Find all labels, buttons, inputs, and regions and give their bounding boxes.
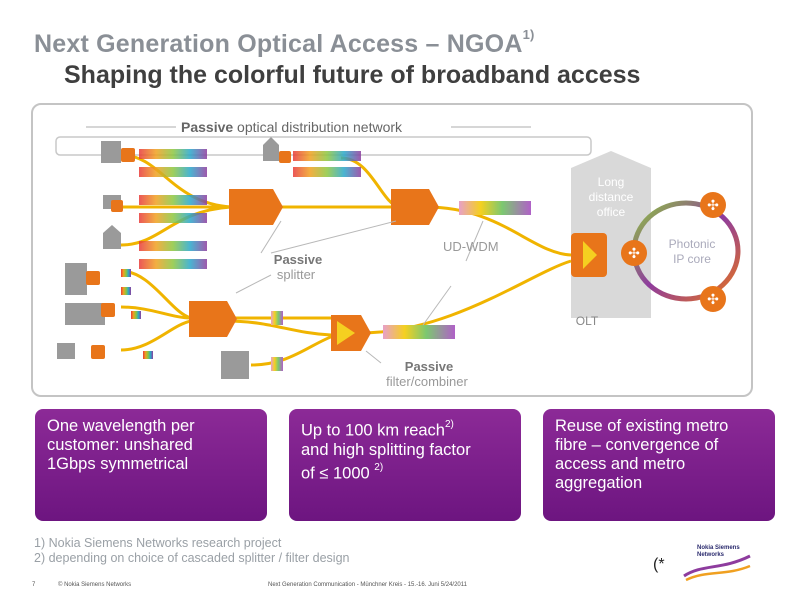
lambda-marker-4 [143, 351, 153, 359]
onu-4-icon [86, 271, 100, 285]
ngoa-network-diagram: Passive optical distribution network Lon… [55, 119, 741, 389]
box2-line-3: of ≤ 1000 2) [301, 461, 384, 483]
building-3-icon [65, 303, 105, 325]
wavelength-comb-2 [139, 167, 207, 177]
box3-line-4: aggregation [555, 474, 643, 492]
box1-line-2: customer: unshared [47, 436, 193, 454]
lambda-marker-5 [271, 311, 283, 325]
title-line-1: Next Generation Optical Access – NGOA1) [34, 26, 535, 58]
footer-event-info: Next Generation Communication - Münchner… [268, 582, 467, 588]
core-router-left-icon [621, 240, 647, 266]
udwdm-band-1 [459, 201, 531, 215]
core-router-bottom-icon [700, 286, 726, 312]
home-3-icon [103, 233, 121, 249]
wavelength-comb-7 [293, 151, 361, 161]
wavelength-comb-3 [139, 195, 207, 205]
footnote-2: 2) depending on choice of cascaded split… [34, 551, 350, 565]
wavelength-comb-8 [293, 167, 361, 177]
passive-splitter-label-1: Passive [274, 252, 322, 267]
box1-line-1: One wavelength per [47, 417, 195, 435]
udwdm-band-2 [383, 325, 455, 339]
ldo-line-1: Long [598, 175, 625, 189]
box2-line-2: and high splitting factor [301, 440, 471, 459]
svg-text:✣: ✣ [707, 291, 719, 307]
ldo-line-3: office [597, 205, 626, 219]
info-box-reach: Up to 100 km reach2) and high splitting … [289, 409, 521, 521]
title-line-2: Shaping the colorful future of broadband… [64, 61, 641, 89]
passive-splitter-3-icon [189, 301, 237, 337]
photonic-core-line-2: IP core [673, 252, 711, 266]
udwdm-label: UD-WDM [443, 239, 499, 254]
info-box-metro: Reuse of existing metro fibre – converge… [543, 409, 775, 521]
onu-2-icon [111, 200, 123, 212]
footer-page-number: 7 [32, 582, 36, 588]
core-router-top-icon [700, 192, 726, 218]
lambda-marker-6 [271, 357, 283, 371]
box3-line-2: fibre – convergence of [555, 436, 719, 454]
footer-copyright: © Nokia Siemens Networks [58, 582, 132, 588]
passive-filter-label-2: filter/combiner [386, 374, 468, 389]
passive-splitter-label-2: splitter [277, 267, 316, 282]
passive-filter-label-1: Passive [405, 359, 453, 374]
building-2-icon [65, 263, 87, 295]
nsn-logo-icon [683, 554, 751, 582]
box2-line-1: Up to 100 km reach2) [301, 419, 454, 440]
lambda-marker-2 [121, 287, 131, 295]
box3-line-1: Reuse of existing metro [555, 417, 729, 435]
onu-3-icon [279, 151, 291, 163]
box1-line-3: 1Gbps symmetrical [47, 455, 189, 473]
ldo-line-2: distance [589, 190, 634, 204]
onu-1-icon [121, 148, 135, 162]
lambda-marker-1 [121, 269, 131, 277]
wavelength-comb-4 [139, 213, 207, 223]
lambda-marker-3 [131, 311, 141, 319]
passive-splitter-2-icon [391, 189, 439, 225]
building-4-icon [221, 351, 249, 379]
footnote-1: 1) Nokia Siemens Networks research proje… [34, 536, 282, 550]
passive-splitter-1-icon [229, 189, 283, 225]
olt-label: OLT [576, 314, 599, 328]
onu-6-icon [91, 345, 105, 359]
home-4-icon [57, 343, 75, 359]
title-superscript: 1) [522, 26, 535, 42]
box3-line-3: access and metro [555, 455, 686, 473]
wavelength-comb-1 [139, 149, 207, 159]
svg-text:✣: ✣ [707, 197, 719, 213]
wavelength-comb-6 [139, 259, 207, 269]
nsn-logo-text: Nokia Siemens Networks [697, 545, 740, 558]
home-1-icon [263, 145, 279, 161]
photonic-core-line-1: Photonic [669, 237, 716, 251]
building-1-icon [101, 141, 121, 163]
wavelength-comb-5 [139, 241, 207, 251]
odn-label: Passive optical distribution network [181, 119, 403, 135]
onu-5-icon [101, 303, 115, 317]
svg-text:✣: ✣ [628, 245, 640, 261]
callout-lines [235, 220, 484, 364]
info-box-wavelength: One wavelength per customer: unshared 1G… [35, 409, 267, 521]
footer-mark: (* [653, 556, 665, 573]
